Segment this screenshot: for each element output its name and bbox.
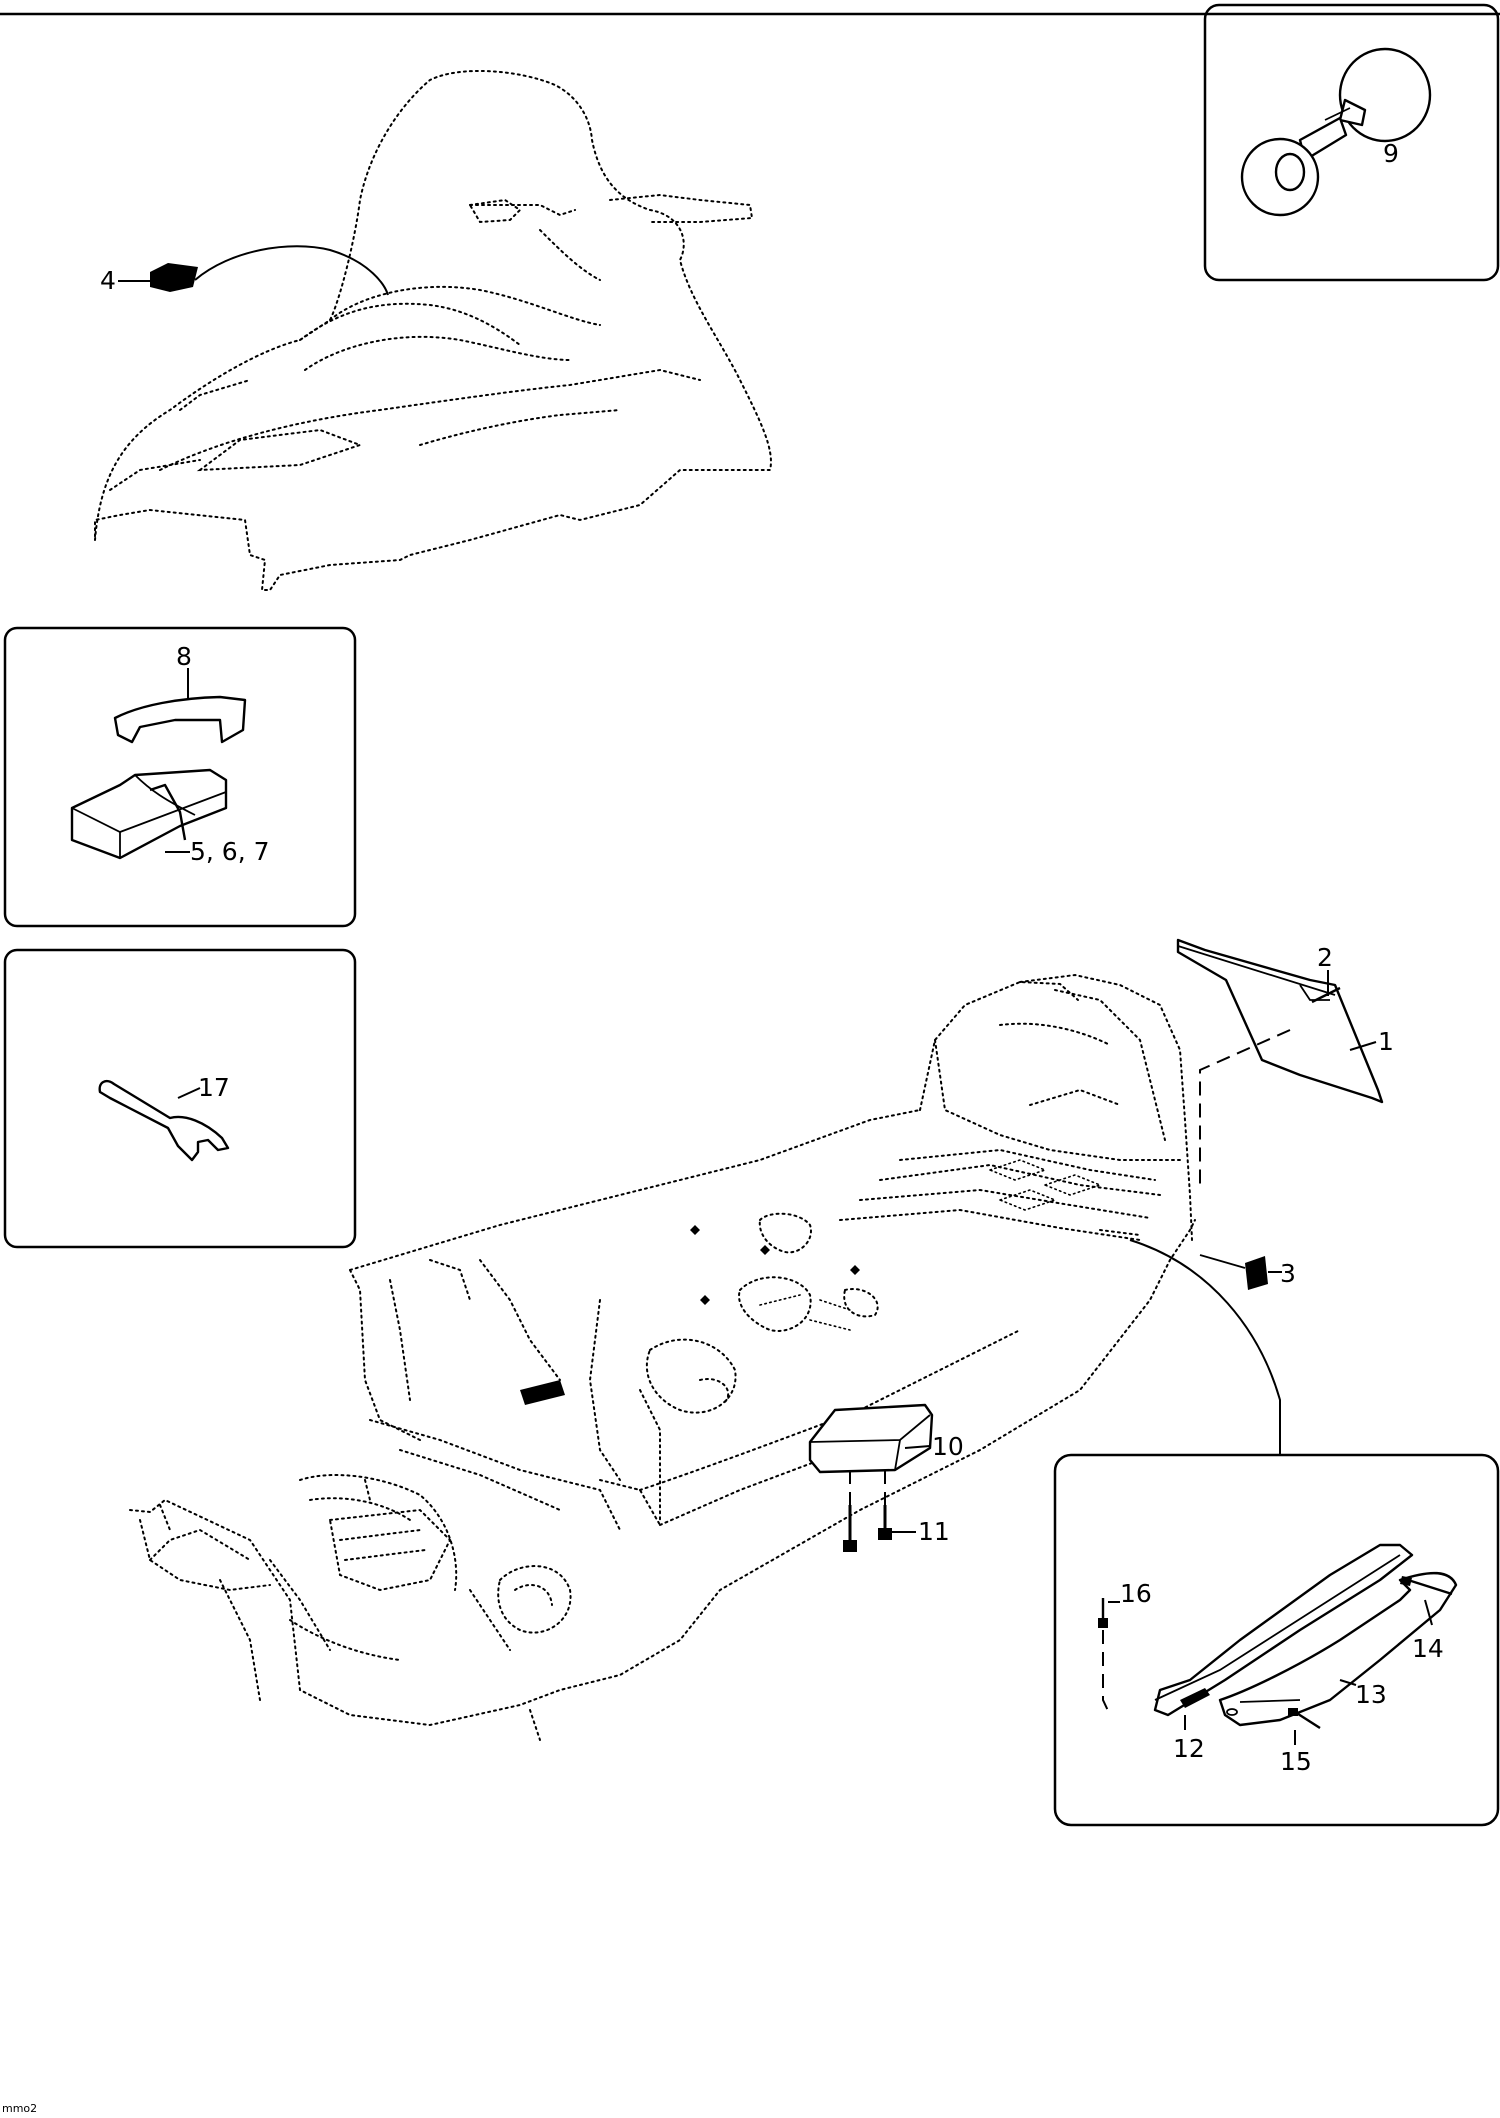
- panel-mount-line: [1199, 1029, 1291, 1190]
- callout-11: 11: [918, 1517, 950, 1546]
- callout-2: 2: [1317, 943, 1333, 972]
- callout-3: 3: [1280, 1259, 1296, 1288]
- callout-10: 10: [932, 1432, 964, 1461]
- chassis-frame-outline: [129, 973, 1196, 1741]
- callout-16: 16: [1120, 1579, 1152, 1608]
- part-3-reflector: [1199, 1254, 1282, 1290]
- callout-9: 9: [1383, 139, 1399, 168]
- part-9-horn: [1240, 47, 1432, 217]
- detail-leader-line: [1129, 1239, 1281, 1455]
- detail-box-wrench: [3, 948, 357, 1249]
- part-17-wrench: [98, 1080, 230, 1162]
- part-16-rivet: [1098, 1598, 1120, 1716]
- callout-4: 4: [100, 266, 116, 295]
- callout-15: 15: [1280, 1747, 1312, 1776]
- callout-1: 1: [1378, 1027, 1394, 1056]
- callout-8: 8: [176, 642, 192, 671]
- detail-box-tool-kit: [3, 626, 357, 928]
- part-11-bolts: [843, 1470, 916, 1552]
- footer-code: mmo2: [2, 2102, 37, 2115]
- part-10-box: [808, 1403, 934, 1474]
- callout-14: 14: [1412, 1634, 1444, 1663]
- detail-box-running-board: [1053, 1453, 1500, 1827]
- callout-17: 17: [198, 1073, 230, 1102]
- part-4-module: [118, 245, 389, 296]
- part-12-running-board: [1153, 1543, 1414, 1730]
- part-1-rear-panel: [1176, 938, 1384, 1104]
- part-14-screw: [1400, 1576, 1453, 1626]
- hood-windshield-outline: [94, 69, 772, 591]
- part-2-screw: [1311, 970, 1341, 1004]
- detail-box-horn: [1203, 3, 1500, 282]
- callout-13: 13: [1355, 1680, 1387, 1709]
- callout-12: 12: [1173, 1734, 1205, 1763]
- part-15-screw: [1288, 1708, 1321, 1745]
- part-5-6-7-tool-bag: [70, 768, 228, 860]
- chassis-small-bolts: [520, 1225, 860, 1405]
- callout-5-6-7: 5, 6, 7: [190, 837, 270, 866]
- part-8-bracket: [113, 668, 247, 744]
